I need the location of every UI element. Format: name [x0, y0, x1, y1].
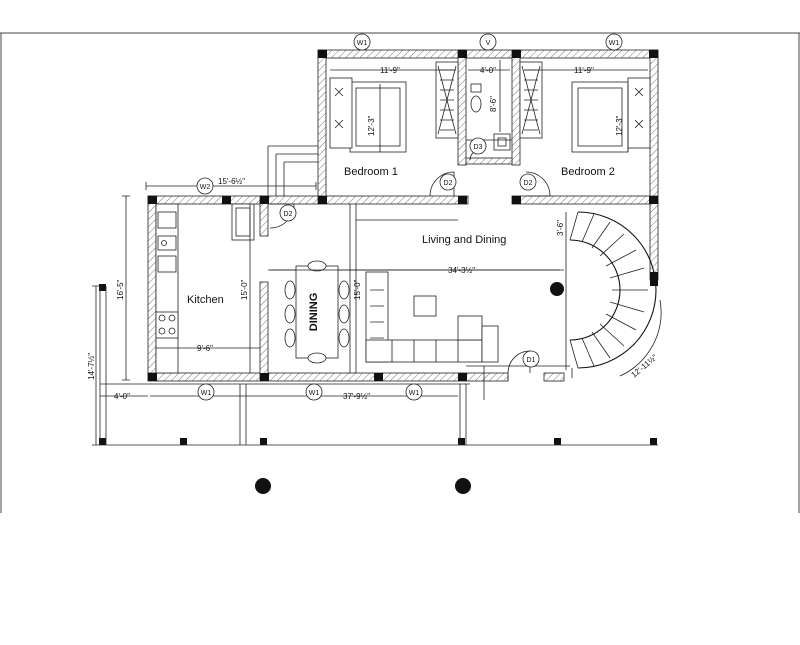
dim-kitchen-inner: 15'-0" — [240, 279, 249, 300]
dim-kitchen-top: 15'-6½" — [218, 177, 245, 186]
window-tag-w1-bottom-mid: W1 — [309, 390, 320, 397]
ventilator-tag-v: V — [486, 40, 491, 47]
spiral-staircase — [565, 211, 662, 378]
bedroom-2-furniture — [519, 61, 651, 153]
door-tag-d3: D3 — [474, 144, 483, 151]
window-tag-w1-bottom-left: W1 — [201, 390, 212, 397]
door-tag-d2-kitchen: D2 — [284, 211, 293, 218]
drawing-frame — [0, 32, 800, 513]
room-label-bedroom-1: Bedroom 1 — [344, 166, 398, 178]
dim-overall-width: 37'-9½" — [343, 392, 370, 401]
room-label-dining: DINING — [308, 293, 320, 332]
window-tag-w1-top-left: W1 — [357, 40, 368, 47]
room-label-living-dining: Living and Dining — [422, 234, 506, 246]
dim-bedroom2-height: 12'-3" — [615, 115, 624, 136]
room-label-kitchen: Kitchen — [187, 294, 224, 306]
dim-bedroom2-width: 11'-9" — [574, 66, 594, 75]
door-tag-d1: D1 — [527, 357, 536, 364]
door-tag-d2-bed1: D2 — [444, 180, 453, 187]
dim-bedroom1-width: 11'-9" — [380, 66, 400, 75]
bathroom-fixtures — [465, 83, 513, 165]
dim-bath-height: 8'-6" — [489, 96, 498, 112]
door-tag-d2-bed2: D2 — [524, 180, 533, 187]
column-round — [255, 478, 271, 494]
dim-kitchen-bottom: 9'-6" — [197, 344, 213, 353]
window-tag-w1-top-right: W1 — [609, 40, 620, 47]
column-round — [455, 478, 471, 494]
window-tag-w2: W2 — [200, 184, 211, 191]
dim-living-height: 15'-0" — [353, 279, 362, 300]
dim-living-width: 34'-3½" — [448, 266, 475, 275]
dim-bedroom1-height: 12'-3" — [367, 115, 376, 136]
window-tags — [196, 33, 623, 401]
dim-kitchen-side: 16'-5" — [116, 279, 125, 300]
dim-stair-width: 3'-6" — [556, 220, 565, 236]
dim-bath-width: 4'-0" — [480, 66, 496, 75]
dim-stair-arc: 12'-11½" — [630, 353, 660, 380]
window-tag-w1-bottom-right: W1 — [409, 390, 420, 397]
walls — [147, 49, 659, 382]
kitchen-counter — [155, 203, 255, 374]
dim-overall-side: 14'-7½" — [87, 353, 96, 380]
room-label-bedroom-2: Bedroom 2 — [561, 166, 615, 178]
dining-table — [284, 260, 350, 364]
sofa-set — [365, 271, 499, 363]
column-round — [550, 282, 564, 296]
columns — [99, 50, 658, 445]
bedroom-1-furniture — [329, 61, 459, 153]
dim-porch-depth: 4'-0" — [114, 392, 130, 401]
